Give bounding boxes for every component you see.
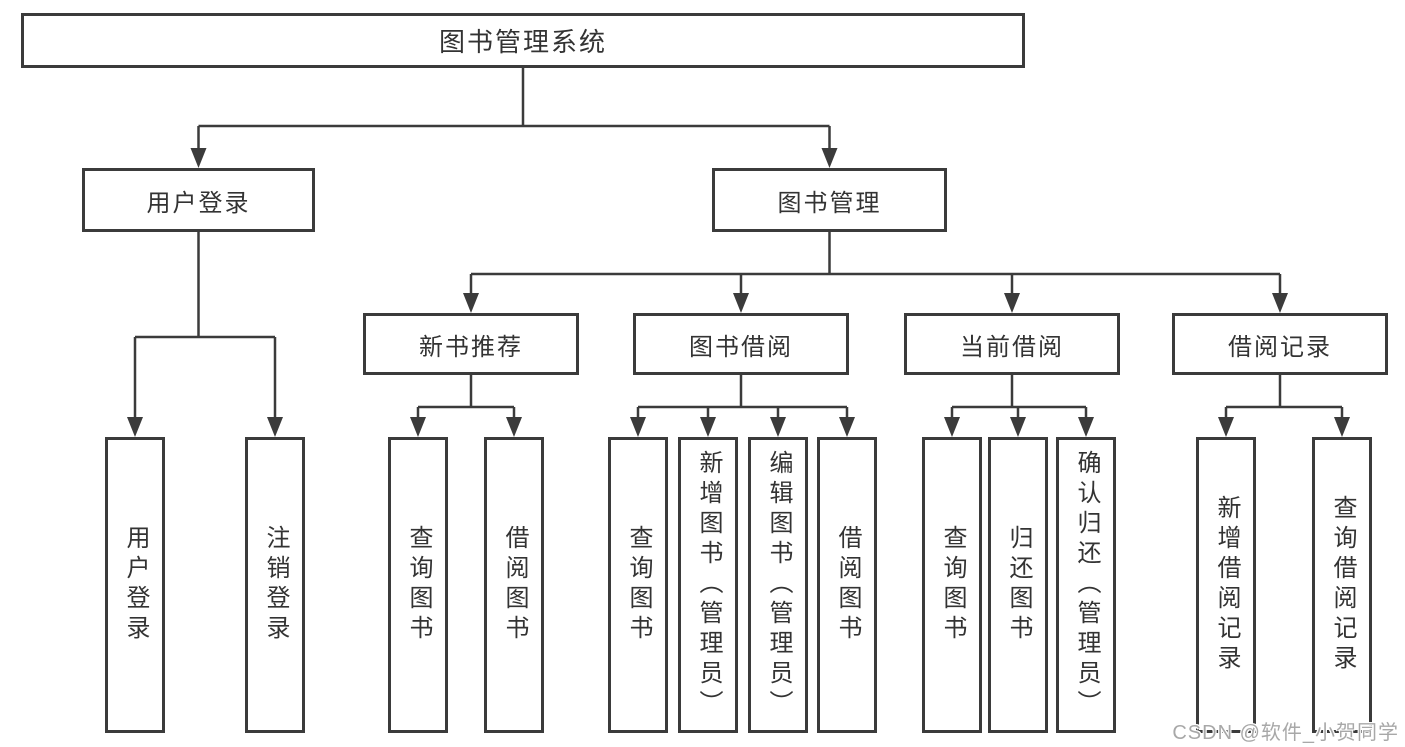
leaf-add-books-admin: 新增图书（管理员） xyxy=(678,437,738,733)
leaf-query-books-recommend: 查询图书 xyxy=(388,437,448,733)
node-new-book-recommendation: 新书推荐 xyxy=(363,313,579,375)
node-label: 注销登录 xyxy=(262,525,289,645)
leaf-user-login: 用户登录 xyxy=(105,437,165,733)
node-label: 查询图书 xyxy=(405,525,432,645)
node-label: 查询图书 xyxy=(939,525,966,645)
leaf-query-books-borrowing: 查询图书 xyxy=(608,437,668,733)
leaf-query-borrowing-record: 查询借阅记录 xyxy=(1312,437,1372,733)
node-label: 借阅记录 xyxy=(1228,333,1332,361)
node-book-management: 图书管理 xyxy=(712,168,947,232)
arrowheads xyxy=(127,148,1350,437)
node-label: 图书借阅 xyxy=(689,333,793,361)
node-label: 确认归还（管理员） xyxy=(1073,450,1100,720)
leaf-borrow-books-recommend: 借阅图书 xyxy=(484,437,544,733)
leaf-borrow-books: 借阅图书 xyxy=(817,437,877,733)
leaf-edit-books-admin: 编辑图书（管理员） xyxy=(748,437,808,733)
node-label: 借阅图书 xyxy=(501,525,528,645)
leaf-query-books-current: 查询图书 xyxy=(922,437,982,733)
node-library-management-system: 图书管理系统 xyxy=(21,13,1025,68)
node-label: 查询图书 xyxy=(625,525,652,645)
node-label: 新增借阅记录 xyxy=(1213,495,1240,675)
leaf-confirm-return-admin: 确认归还（管理员） xyxy=(1056,437,1116,733)
node-book-borrowing: 图书借阅 xyxy=(633,313,849,375)
node-label: 当前借阅 xyxy=(960,333,1064,361)
leaf-logout: 注销登录 xyxy=(245,437,305,733)
node-label: 查询借阅记录 xyxy=(1329,495,1356,675)
node-label: 用户登录 xyxy=(146,189,251,217)
csdn-watermark: CSDN @软件_小贺同学 xyxy=(1172,722,1399,744)
node-borrowing-records: 借阅记录 xyxy=(1172,313,1388,375)
node-label: 借阅图书 xyxy=(834,525,861,645)
tree-edges xyxy=(133,68,1344,421)
node-label: 图书管理 xyxy=(777,189,882,217)
node-label: 新增图书（管理员） xyxy=(695,450,722,720)
node-label: 图书管理系统 xyxy=(438,27,607,57)
node-label: 归还图书 xyxy=(1005,525,1032,645)
node-label: 新书推荐 xyxy=(419,333,523,361)
node-user-login: 用户登录 xyxy=(82,168,315,232)
leaf-return-books: 归还图书 xyxy=(988,437,1048,733)
leaf-add-borrowing-record: 新增借阅记录 xyxy=(1196,437,1256,733)
node-label: 编辑图书（管理员） xyxy=(765,450,792,720)
node-current-borrowing: 当前借阅 xyxy=(904,313,1120,375)
node-label: 用户登录 xyxy=(122,525,149,645)
